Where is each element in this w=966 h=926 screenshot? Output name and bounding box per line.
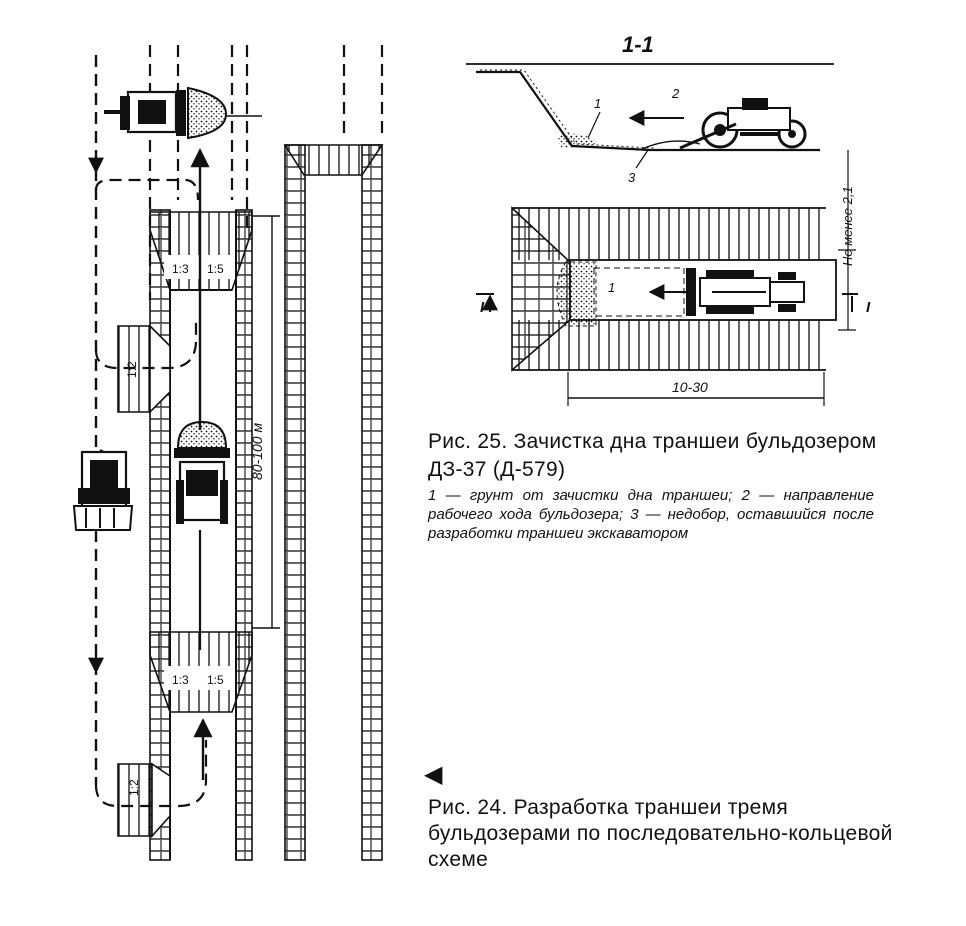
slope-label: 1:5 — [207, 673, 224, 687]
width-label: Не менее 2,1 — [840, 186, 855, 266]
fig24-caption: Рис. 24. Разработка траншеи тремя бульдо… — [428, 796, 893, 871]
length-label: 80-100 м — [249, 423, 265, 480]
bulldozer-side-view-icon — [679, 98, 807, 150]
trench-wall-bottom — [512, 320, 826, 370]
bulldozer-top-view-icon — [686, 268, 805, 316]
slope-label: 1:5 — [207, 262, 224, 276]
trench-left-wall — [149, 209, 171, 861]
slope-label: 1:3 — [172, 262, 189, 276]
trench-right-wall — [235, 209, 253, 861]
soil-pile — [556, 133, 596, 148]
fig25-plan: 1 Не менее 2,1 I I 10-30 — [476, 150, 871, 406]
fig25-section: 1-1 1 2 3 — [466, 32, 834, 185]
slope-label: 1:2 — [127, 779, 141, 796]
cut-mark: I — [480, 299, 485, 316]
slope-label: 1:2 — [125, 361, 139, 378]
figure-marker-icon: ◀ — [424, 761, 443, 788]
callout: 1 — [608, 280, 615, 295]
callout: 3 — [628, 170, 636, 185]
fig25-caption-title: Рис. 25. Зачистка дна траншеи бульдозеро… — [428, 430, 877, 481]
bulldozer-side-icon — [72, 450, 134, 531]
slope-label: 1:3 — [172, 673, 189, 687]
span-label: 10-30 — [672, 379, 708, 395]
fig25-legend: 1 — грунт от зачистки дна траншеи; 2 — н… — [428, 487, 874, 542]
soil-pile — [556, 261, 597, 327]
callout: 1 — [594, 96, 601, 111]
bulldozer-middle-icon — [174, 420, 230, 524]
cut-mark: I — [866, 299, 871, 316]
side-pocket-lower — [117, 763, 153, 837]
fig24-trench-plan: 1:3 1:5 1:2 1:3 1:5 1:2 80-10 — [72, 45, 384, 861]
trench-wall-top — [512, 208, 826, 260]
callout: 2 — [671, 86, 680, 101]
section-label: 1-1 — [622, 32, 654, 57]
bulldozer-top-icon — [104, 86, 262, 140]
right-trench-left-wall — [284, 144, 306, 861]
right-trench-right-wall — [361, 144, 383, 861]
